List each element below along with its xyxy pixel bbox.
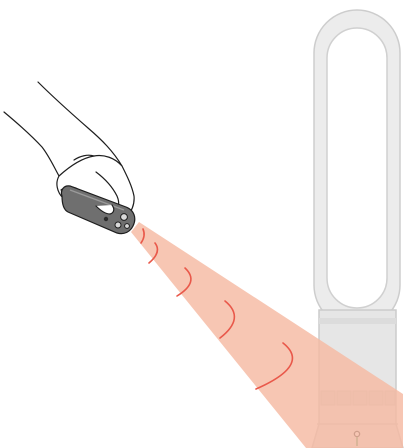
beam-wave-1 <box>140 228 145 244</box>
remote-body <box>60 185 136 235</box>
remote-button-power <box>120 213 128 221</box>
hand-thumb-over-remote <box>95 204 115 215</box>
beam-wave-4 <box>219 300 236 339</box>
remote-ir-emitter <box>103 216 109 222</box>
beam-wave-3 <box>176 267 192 297</box>
remote-button-tertiary <box>124 223 130 229</box>
infrared-beam-icon <box>131 222 403 448</box>
forearm-outline-upper <box>37 81 123 167</box>
hand-wrist-crease <box>73 154 95 161</box>
forearm-outline-lower <box>3 111 60 177</box>
fan-loop-inner <box>326 27 388 309</box>
remote-button-secondary <box>114 221 122 229</box>
beam-cone <box>131 222 403 448</box>
beam-wave-5 <box>255 342 294 390</box>
beam-waves <box>140 228 294 390</box>
remote-control-icon <box>60 185 136 235</box>
beam-wave-2 <box>148 242 159 264</box>
fan-base-shade <box>319 318 396 324</box>
remote-edge-highlight <box>69 189 125 211</box>
